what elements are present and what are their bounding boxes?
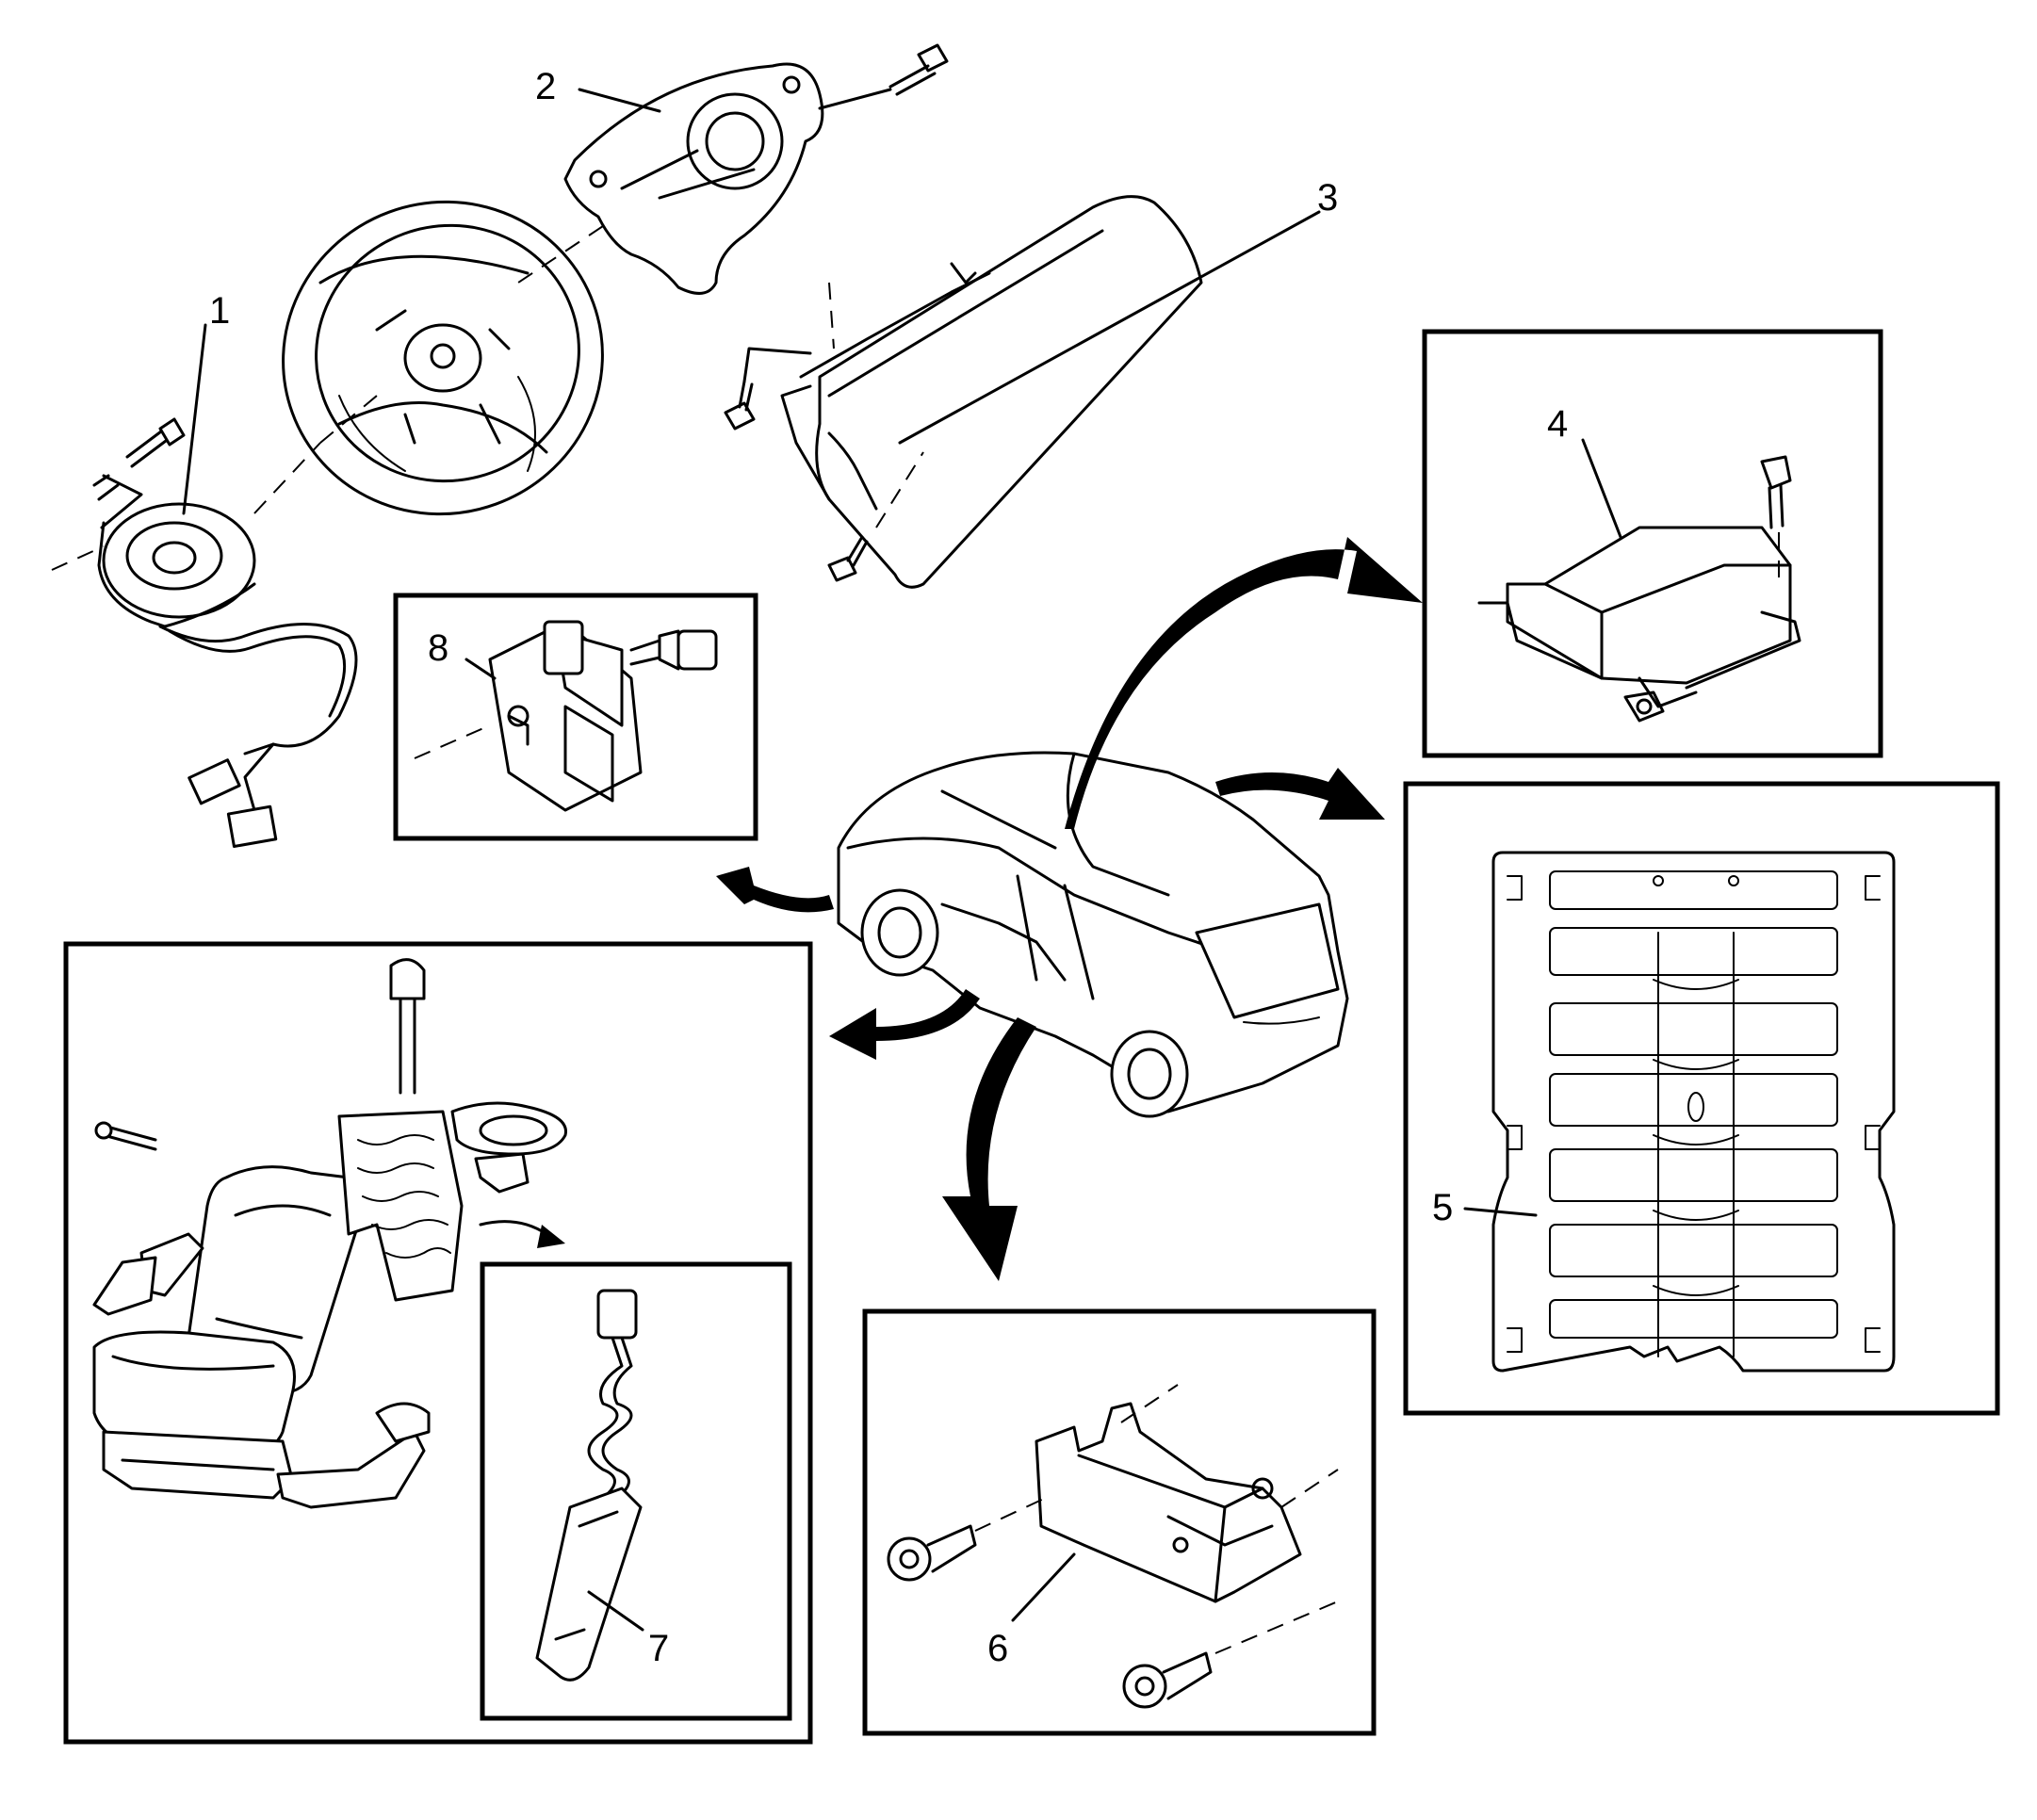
passenger-airbag-component [724,195,1321,589]
pointer-arrows [716,537,1423,1281]
leader-7 [587,1590,644,1632]
callout-6: 6 [987,1628,1009,1669]
leader-3 [898,210,1321,445]
box-6 [862,1308,1377,1736]
callout-3: 3 [1317,177,1339,219]
clock-spring-component [51,323,358,849]
leader-8 [464,658,497,680]
steering-wheel [282,200,604,516]
box-8 [393,593,758,841]
box-7 [63,941,813,1745]
callout-7: 7 [648,1628,670,1669]
callout-5: 5 [1432,1187,1454,1228]
leader-4 [1581,438,1622,539]
box-4 [1422,329,1883,758]
leader-5 [1463,1207,1538,1217]
callout-1: 1 [209,290,231,332]
leader-1 [182,323,207,515]
callout-2: 2 [535,66,557,107]
leader-2 [578,88,661,113]
driver-airbag-component [563,43,949,295]
callout-8: 8 [428,627,449,669]
vehicle [837,751,1349,1118]
callout-4: 4 [1547,403,1569,445]
leader-6 [1011,1552,1076,1622]
box-5 [1403,781,2000,1416]
